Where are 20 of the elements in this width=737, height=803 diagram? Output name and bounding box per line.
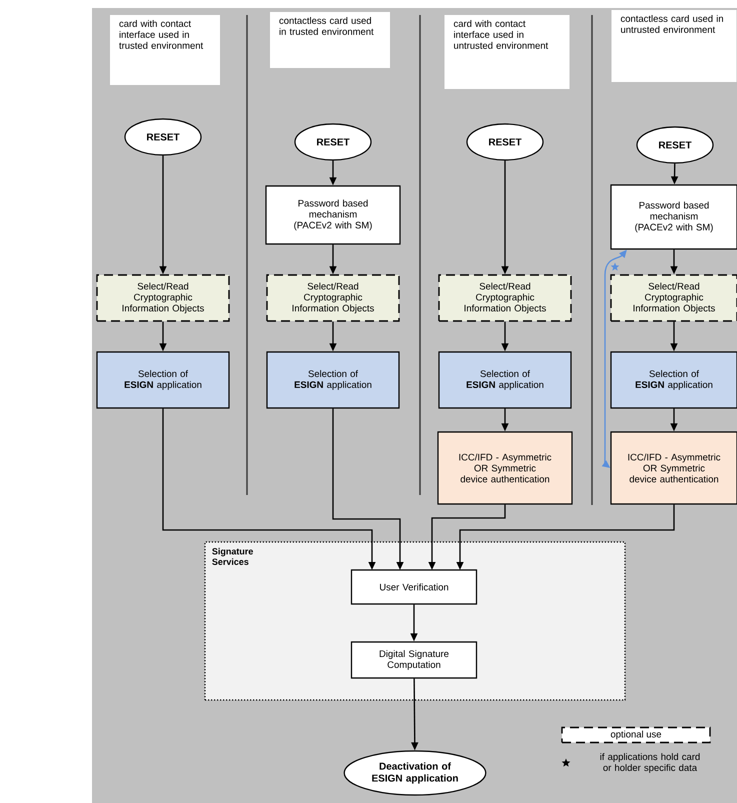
process-box: ICC/IFD - Asymmetric OR Symmetric device authentication [437,431,573,505]
optional-box: Select/Read Cryptographic Information Objects [610,274,737,322]
process-box: Selection of ESIGN application [438,351,572,409]
process-box: User Verification [350,569,478,605]
column-heading: contactless card used in untrusted environment [612,10,736,82]
column-heading: contactless card used in trusted environment [270,12,390,68]
legend-item: optional use [561,726,711,744]
process-box: Selection of ESIGN application [610,351,737,409]
process-box: Selection of ESIGN application [96,351,230,409]
optional-box: Select/Read Cryptographic Information Objects [438,274,572,322]
optional-box: Select/Read Cryptographic Information Objects [266,274,400,322]
process-box: ICC/IFD - Asymmetric OR Symmetric device authentication [610,431,737,505]
column-heading: card with contact interface used in untrusted environment [444,15,570,89]
process-box: Password based mechanism (PACEv2 with SM) [610,184,737,250]
process-box: Password based mechanism (PACEv2 with SM) [265,185,401,245]
process-box: Selection of ESIGN application [266,351,400,409]
optional-box: Select/Read Cryptographic Information Objects [96,274,230,322]
legend-text: if applications hold card or holder specific data [600,753,700,773]
column-heading: card with contact interface used in trusted environment [110,15,220,85]
process-box: Digital Signature Computation [350,641,478,679]
